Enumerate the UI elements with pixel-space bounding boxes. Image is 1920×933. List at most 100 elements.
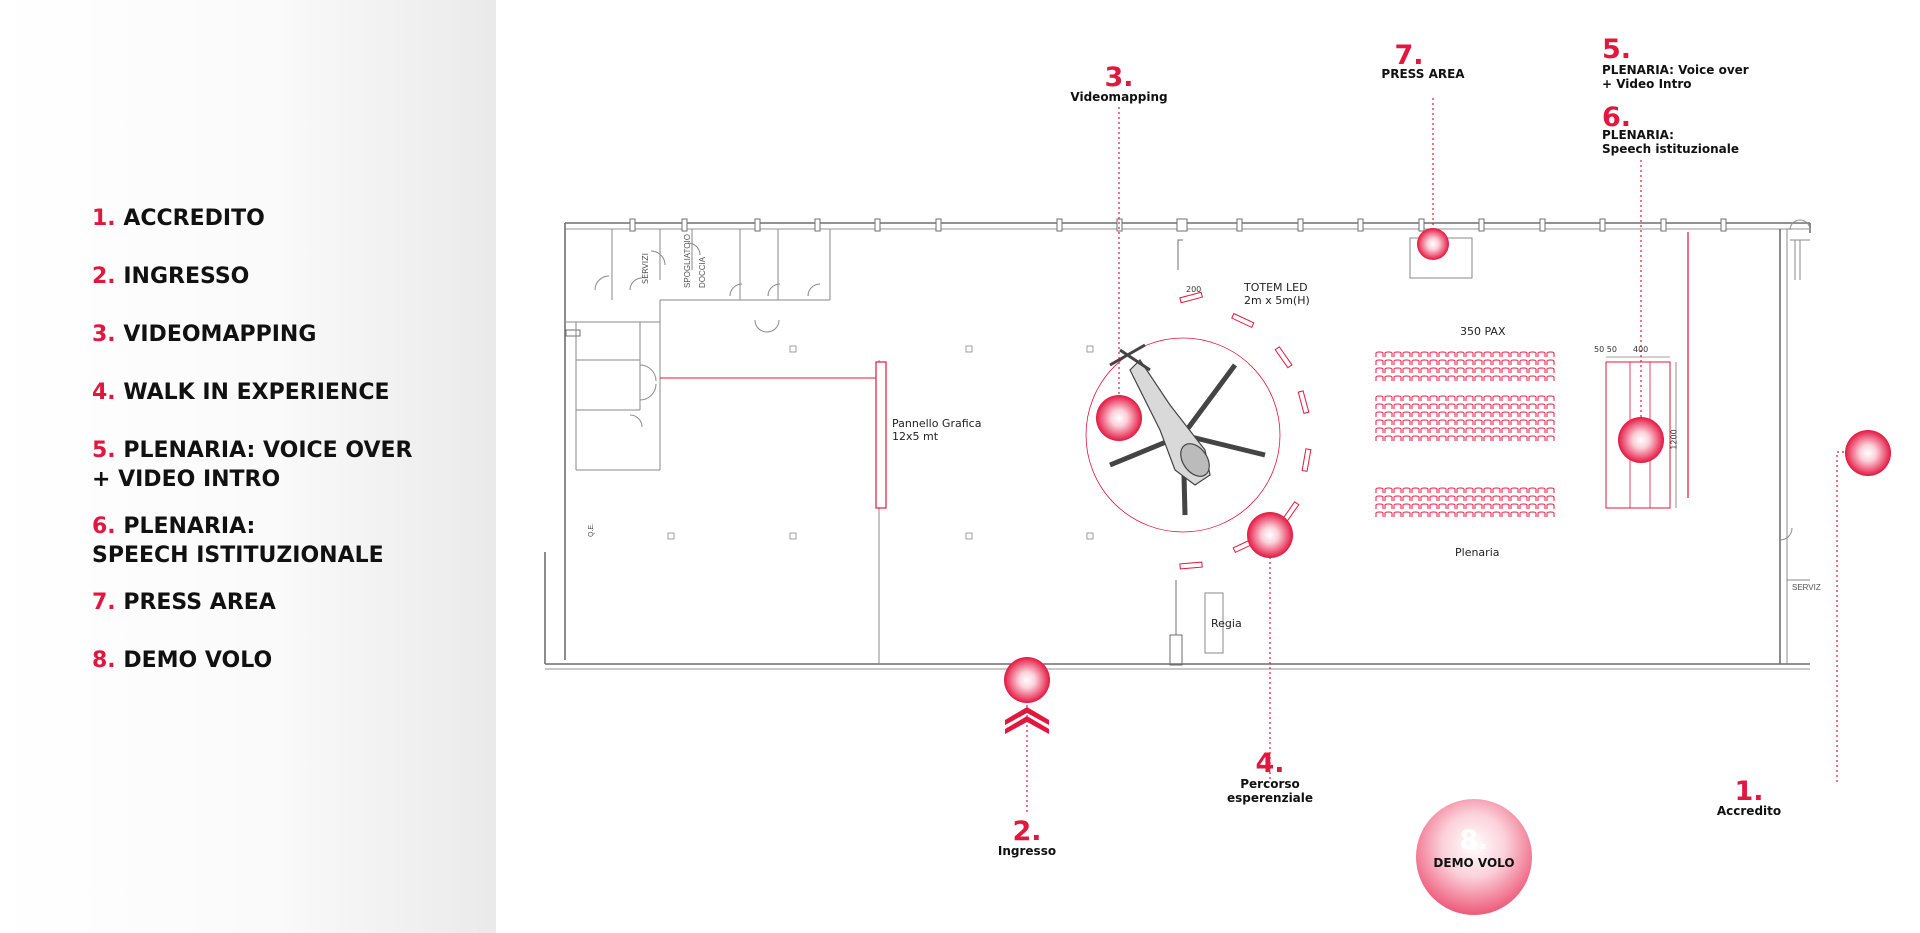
seat	[1465, 435, 1474, 441]
callout-5-number: 5.	[1602, 34, 1632, 65]
seat	[1474, 419, 1483, 425]
callout-leaders	[1026, 98, 1868, 815]
seat	[1393, 435, 1402, 441]
seat	[1393, 375, 1402, 381]
seat	[1456, 351, 1465, 357]
seat	[1456, 419, 1465, 425]
seat	[1483, 487, 1492, 493]
seat	[1537, 375, 1546, 381]
seat	[1411, 367, 1420, 373]
seat	[1429, 495, 1438, 501]
seat	[1411, 411, 1420, 417]
seat	[1528, 395, 1537, 401]
seat	[1537, 395, 1546, 401]
seat	[1483, 511, 1492, 517]
seat	[1420, 359, 1429, 365]
seat	[1528, 351, 1537, 357]
seat	[1519, 359, 1528, 365]
seat	[1456, 359, 1465, 365]
seat	[1510, 435, 1519, 441]
seat	[1429, 503, 1438, 509]
seat	[1420, 435, 1429, 441]
seat	[1519, 511, 1528, 517]
seat	[1546, 487, 1555, 493]
seat	[1393, 427, 1402, 433]
legend-item-plenaria-speech: 6. PLENARIA:SPEECH ISTITUZIONALE	[92, 514, 384, 568]
seat	[1501, 375, 1510, 381]
seat	[1528, 403, 1537, 409]
seat	[1528, 359, 1537, 365]
seat	[1438, 375, 1447, 381]
seat	[1393, 367, 1402, 373]
seat	[1546, 495, 1555, 501]
seat	[1384, 367, 1393, 373]
callout-5-label: PLENARIA: Voice over+ Video Intro	[1602, 63, 1749, 91]
seat	[1492, 403, 1501, 409]
right-side-rooms	[1779, 219, 1811, 581]
servizi-label: SERVIZI	[641, 253, 650, 284]
seat	[1546, 503, 1555, 509]
seat	[1501, 403, 1510, 409]
seat	[1465, 511, 1474, 517]
dim-400-label: 400	[1633, 345, 1649, 354]
seat	[1501, 503, 1510, 509]
seat	[1465, 351, 1474, 357]
doccia-label: DOCCIA	[698, 256, 707, 288]
seat	[1519, 367, 1528, 373]
seat	[1519, 411, 1528, 417]
seat	[1501, 359, 1510, 365]
callout-6-number: 6.	[1602, 102, 1632, 133]
seat	[1456, 411, 1465, 417]
seat	[1528, 495, 1537, 501]
legend-item-accredito: 1. ACCREDITO	[92, 206, 265, 231]
seat	[1384, 503, 1393, 509]
seat	[1537, 351, 1546, 357]
seat	[1438, 511, 1447, 517]
seat	[1447, 403, 1456, 409]
seat	[1375, 419, 1384, 425]
seat	[1402, 403, 1411, 409]
seat	[1492, 435, 1501, 441]
seat	[1420, 511, 1429, 517]
seat	[1411, 511, 1420, 517]
seat	[1402, 487, 1411, 493]
seat	[1465, 419, 1474, 425]
seat	[1546, 511, 1555, 517]
seat	[1465, 403, 1474, 409]
seat	[1429, 351, 1438, 357]
seat	[1420, 411, 1429, 417]
seat	[1429, 419, 1438, 425]
servizi-right-label: SERVIZ	[1792, 583, 1821, 592]
seat	[1528, 411, 1537, 417]
spogliatoio-label: SPOGLIATOIO	[683, 234, 692, 288]
seat	[1528, 511, 1537, 517]
seat	[1492, 495, 1501, 501]
seat	[1474, 367, 1483, 373]
seat	[1510, 419, 1519, 425]
seat	[1537, 427, 1546, 433]
seat	[1474, 395, 1483, 401]
seat	[1384, 403, 1393, 409]
seat	[1420, 427, 1429, 433]
seat	[1510, 375, 1519, 381]
seat	[1483, 419, 1492, 425]
seat	[1420, 403, 1429, 409]
seat	[1465, 359, 1474, 365]
seat	[1375, 359, 1384, 365]
plenaria-seating	[1375, 351, 1555, 517]
seat	[1519, 375, 1528, 381]
seat	[1456, 427, 1465, 433]
seat	[1411, 503, 1420, 509]
seat	[1465, 495, 1474, 501]
seat	[1393, 511, 1402, 517]
seat	[1519, 435, 1528, 441]
seat	[1438, 395, 1447, 401]
ingresso-chevron-icon	[1005, 707, 1049, 734]
seat	[1519, 351, 1528, 357]
helicopter-icon	[1109, 343, 1266, 516]
demo-volo-hotspot: 8. DEMO VOLO	[1416, 799, 1532, 915]
seat	[1483, 395, 1492, 401]
seat	[1429, 359, 1438, 365]
seat	[1438, 435, 1447, 441]
